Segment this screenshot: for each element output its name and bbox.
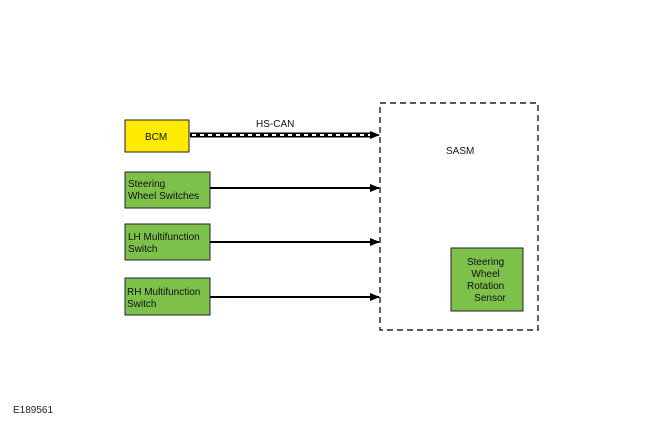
steering-wheel-rotation-sensor-label: Steering Wheel Rotation Sensor	[467, 257, 507, 304]
steering-wheel-rotation-sensor-box	[450, 247, 524, 312]
steering-wheel-switches-label: Steering Wheel Switches	[128, 179, 199, 202]
rh-multifunction-switch-line-2: Switch	[127, 299, 156, 310]
bcm-box	[124, 119, 190, 153]
sensor-line-1: Steering	[467, 257, 504, 268]
rh-multifunction-switch-label: RH Multifunction Switch	[127, 287, 203, 310]
rh-multifunction-switch-box	[124, 277, 211, 316]
sensor-line-2: Wheel	[471, 269, 499, 280]
rh-multifunction-switch-line-1: RH Multifunction	[127, 287, 200, 298]
bcm-label: BCM	[145, 132, 167, 143]
steering-wheel-switches-line-1: Steering	[128, 179, 165, 190]
lh-multifunction-switch-line-2: Switch	[128, 244, 157, 255]
steering-wheel-switches-box	[124, 171, 211, 209]
sensor-line-4: Sensor	[474, 293, 506, 304]
sasm-label: SASM	[446, 146, 474, 157]
lh-multifunction-switch-label: LH Multifunction Switch	[128, 232, 202, 255]
sasm-module-outline	[379, 102, 539, 331]
figure-id: E189561	[13, 405, 53, 416]
sensor-line-3: Rotation	[467, 281, 504, 292]
hs-can-label: HS-CAN	[256, 119, 294, 130]
steering-wheel-switches-line-2: Wheel Switches	[128, 191, 199, 202]
lh-multifunction-switch-line-1: LH Multifunction	[128, 232, 200, 243]
